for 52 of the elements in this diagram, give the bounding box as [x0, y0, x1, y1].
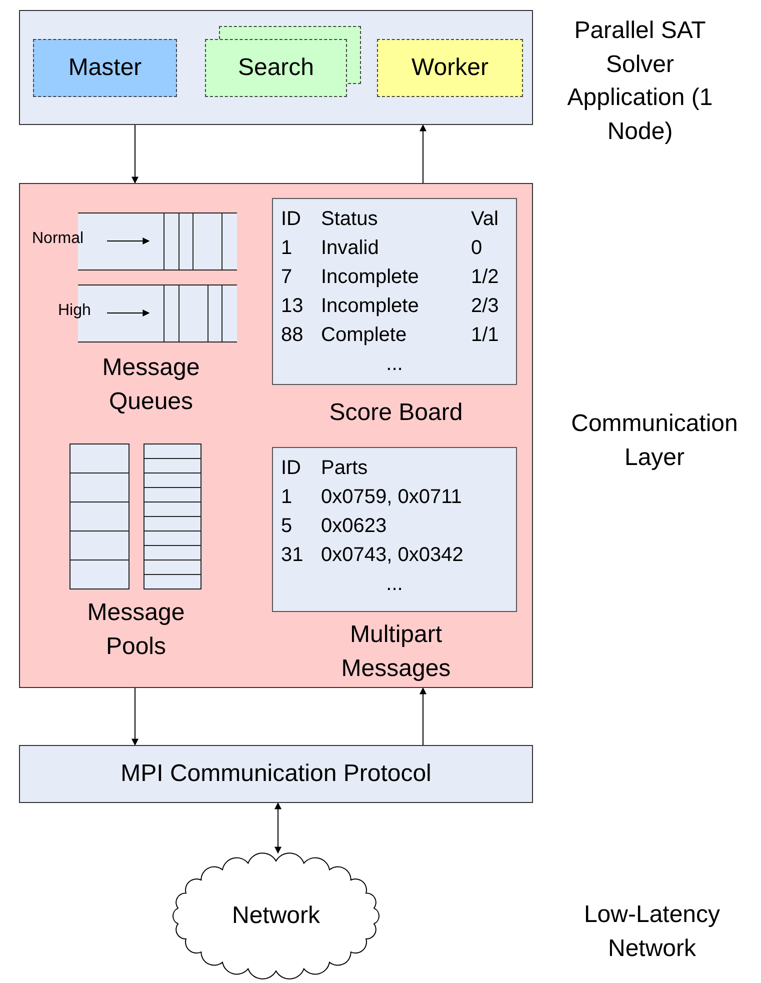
caption-text: Multipart Messages — [340, 620, 452, 684]
table-cell-text: 13 — [281, 294, 304, 319]
node-label: MPI Communication Protocol — [120, 760, 432, 788]
node-label: Worker — [412, 54, 488, 82]
table-cell-text: 0 — [471, 236, 484, 261]
table-cell-text: 0x0743, 0x0342 — [321, 543, 464, 568]
protocol-box — [19, 745, 533, 803]
table-cell-text: 1/2 — [471, 265, 500, 290]
node-label: Search — [238, 54, 314, 82]
table-cell-text: 88 — [281, 323, 304, 348]
table-cell-text: 1/1 — [471, 323, 500, 348]
text-label: Message Pools — [86, 598, 186, 662]
process-box — [33, 39, 177, 97]
node-label: Master — [68, 54, 142, 82]
process-box — [205, 39, 347, 97]
caption-text: Score Board — [328, 398, 464, 428]
table-cell-text: 0x0623 — [321, 514, 388, 539]
table-cell-text: 2/3 — [471, 294, 500, 319]
arrow — [420, 687, 426, 746]
table-cell-text: 31 — [281, 543, 304, 568]
table-cell-text: 7 — [281, 265, 294, 290]
arrow — [420, 124, 426, 184]
table-cell-text: 1 — [281, 236, 294, 261]
table-cell-text: ... — [385, 352, 404, 377]
table-cell-text: 0x0759, 0x0711 — [321, 485, 463, 510]
caption-text: Parallel SAT Solver Application (1 Node) — [566, 16, 714, 147]
table-cell-text: ID — [281, 456, 302, 481]
table-cell-text: Incomplete — [321, 294, 420, 319]
layer-panel — [19, 183, 533, 688]
arrow — [274, 802, 282, 854]
table-cell-text: 5 — [281, 514, 294, 539]
text-label: Message Queues — [101, 353, 201, 417]
table-panel — [272, 198, 517, 385]
arrow — [132, 124, 138, 184]
text-label: Normal — [32, 230, 84, 248]
table-cell-text: Parts — [321, 456, 369, 481]
text-label: High — [58, 302, 91, 320]
table-cell-text: ID — [281, 207, 302, 232]
table-cell-text: ... — [385, 572, 404, 597]
table-cell-text: Val — [471, 207, 500, 232]
table-cell-text: Complete — [321, 323, 408, 348]
arrow — [132, 688, 138, 746]
node-label: Network — [232, 902, 320, 930]
process-box — [377, 39, 523, 97]
table-cell-text: Invalid — [321, 236, 380, 261]
text-label: Low-Latency Network — [582, 900, 722, 964]
table-cell-text: Incomplete — [321, 265, 420, 290]
table-cell-text: Status — [321, 207, 379, 232]
table-panel — [272, 447, 517, 612]
table-cell-text: 1 — [281, 485, 294, 510]
caption-text: Communication Layer — [570, 409, 739, 473]
application-panel — [19, 10, 533, 125]
